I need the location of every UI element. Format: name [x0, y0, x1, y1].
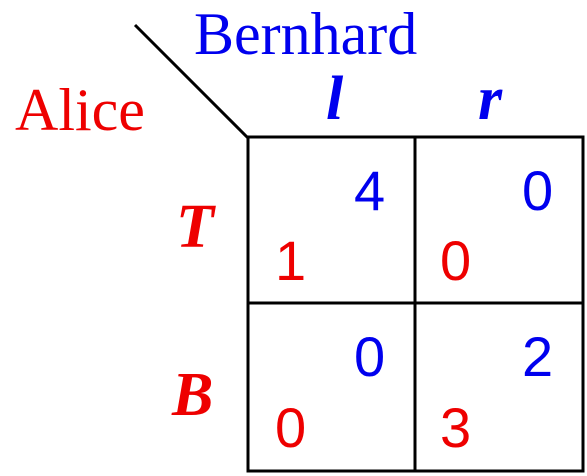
- strategy-label-B: B: [172, 361, 214, 429]
- payoff-col-B-l: 0: [354, 325, 386, 388]
- payoff-row-B-r: 3: [440, 396, 472, 459]
- diagonal-divider: [133, 23, 250, 140]
- payoff-col-T-l: 4: [354, 159, 386, 222]
- payoff-row-T-r: 0: [440, 229, 472, 292]
- column-player-name: Bernhard: [194, 1, 418, 67]
- strategy-label-l: l: [326, 65, 344, 133]
- payoff-col-B-r: 2: [522, 325, 554, 388]
- row-player-name: Alice: [15, 77, 145, 143]
- strategy-label-T: T: [176, 193, 214, 261]
- payoff-col-T-r: 0: [522, 159, 554, 222]
- payoff-row-T-l: 1: [275, 229, 307, 292]
- strategy-label-r: r: [478, 65, 503, 133]
- payoff-row-B-l: 0: [275, 396, 307, 459]
